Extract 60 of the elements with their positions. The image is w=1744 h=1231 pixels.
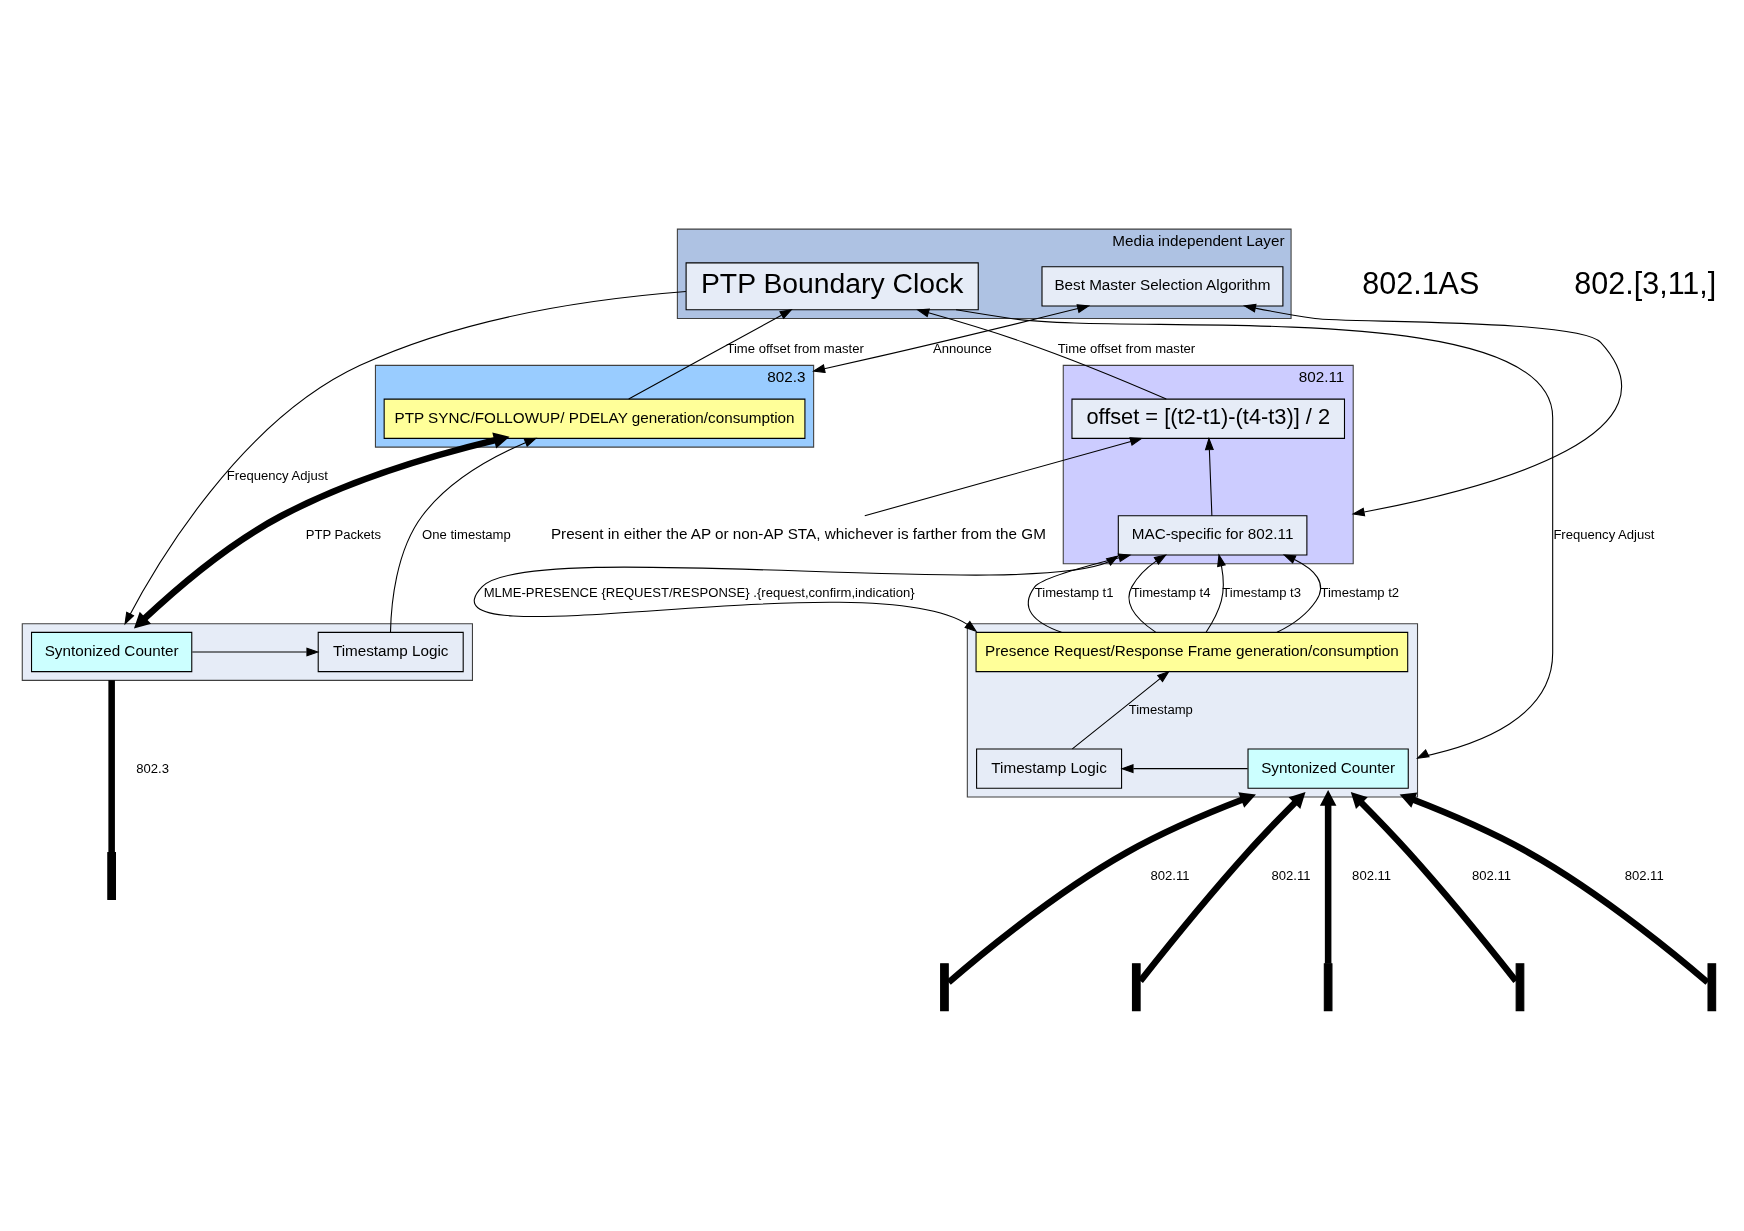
arrow: [1319, 789, 1336, 964]
node-text: Present in either the AP or non-AP STA, whichever is farther from the GM: [550, 525, 1046, 543]
node-bar: [1323, 963, 1332, 1012]
node-bar: [1706, 963, 1716, 1012]
cluster: [966, 623, 1418, 798]
arrow: [1137, 792, 1305, 983]
edge-label: 802.11: [1351, 867, 1391, 883]
node-box: Timestamp Logic: [975, 748, 1122, 789]
arrow: [123, 291, 686, 626]
edge-label: One timestamp: [421, 526, 511, 542]
edge-label: 802.11: [1149, 867, 1189, 883]
edge-label: 802.3: [135, 760, 169, 776]
arrow: [863, 437, 1143, 517]
edge-label: Time offset from master: [725, 340, 864, 356]
arrow: [1071, 670, 1170, 750]
edge-label: Timestamp t4: [1131, 585, 1211, 601]
arrow: [1276, 554, 1321, 633]
edge-label: PTP Packets: [305, 527, 381, 543]
node-box: Timestamp Logic: [317, 631, 464, 673]
edge-label: Announce: [932, 340, 992, 356]
label: 802.[3,11,]: [1573, 265, 1716, 300]
arrow: [133, 432, 510, 629]
edge-label: Timestamp t1: [1034, 585, 1114, 601]
arrow: [915, 308, 1167, 400]
arrow: [1242, 303, 1622, 517]
arrow: [627, 309, 793, 400]
node-bar: [106, 852, 116, 900]
node-bar: [939, 963, 949, 1012]
node-box: MAC-specific for 802.11: [1117, 515, 1307, 556]
node-box: PTP Boundary Clock: [685, 262, 979, 311]
label: 802.1AS: [1361, 265, 1479, 300]
edge-label: Frequency Adjust: [1552, 526, 1654, 542]
edge-label: Timestamp t2: [1319, 585, 1399, 601]
edge-label: Time offset from master: [1057, 340, 1195, 356]
node-bar: [1131, 963, 1141, 1012]
edge-label: Frequency Adjust: [226, 468, 328, 484]
node-box: PTP SYNC/FOLLOWUP/ PDELAY generation/consumption: [383, 398, 805, 439]
arrow: [1128, 554, 1167, 633]
node-box: Best Master Selection Algorithm: [1040, 266, 1283, 307]
arrow: [811, 304, 1090, 374]
arrow: [955, 309, 1553, 759]
arrow: [389, 437, 537, 633]
connector: [107, 680, 115, 853]
edge-label: 802.11: [1270, 867, 1310, 883]
arrow: [1205, 553, 1226, 633]
edge-label: MLME-PRESENCE {REQUEST/RESPONSE} .{request,confirm,indication}: [483, 585, 915, 601]
edge-label: Timestamp: [1128, 701, 1193, 717]
node-bar: [1515, 963, 1524, 1012]
node-box: offset = [(t2-t1)-(t4-t3)] / 2: [1070, 398, 1345, 439]
arrow: [1204, 437, 1214, 517]
node-box: Syntonized Counter: [1246, 748, 1409, 789]
arrow: [946, 792, 1256, 985]
arrow: [1119, 764, 1248, 774]
edge-label: 802.11: [1624, 867, 1664, 883]
cluster: [21, 623, 473, 681]
node-box: Presence Request/Response Frame generation/consumption: [975, 631, 1408, 673]
node-box: Syntonized Counter: [30, 631, 192, 673]
arrow: [191, 647, 319, 657]
edge-label: 802.11: [1471, 867, 1511, 883]
arrow: [1399, 792, 1710, 985]
